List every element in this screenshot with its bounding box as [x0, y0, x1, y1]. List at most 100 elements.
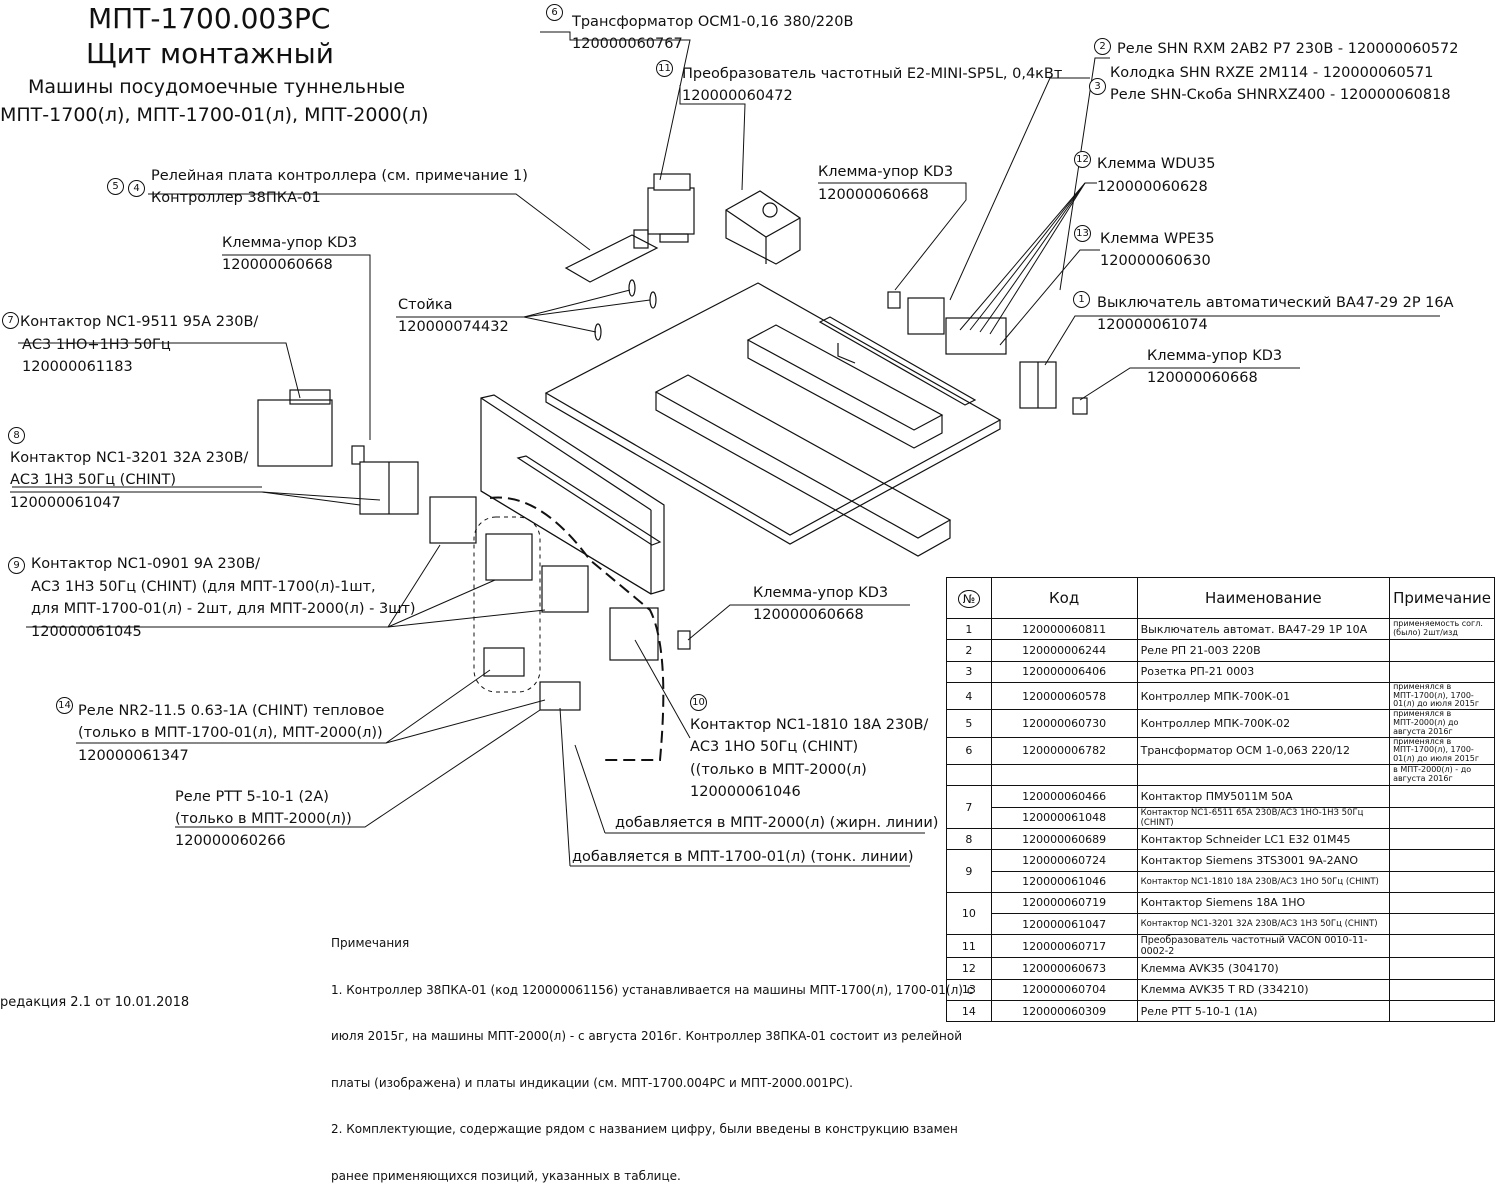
callout-rtt-line1: Реле РТТ 5-10-1 (2А): [175, 789, 329, 805]
callout-number-13: 13: [1074, 225, 1091, 242]
group-outline-1700-01: [473, 516, 541, 693]
table-row: 2 120000006244 Реле РП 21-003 220В: [946, 639, 1495, 662]
thermal-relay-1: [483, 647, 525, 677]
callout-contactor-9a-line2: АС3 1НЗ 50Гц (CHINT) (для МПТ-1700(л)-1ш…: [31, 579, 376, 595]
callout-number-4: 4: [128, 180, 145, 197]
table-row: 120000061048 Контактор NC1-6511 65А 230В…: [947, 806, 1495, 829]
note-1-line-3: платы (изображена) и платы индикации (см…: [331, 1075, 853, 1090]
callout-contactor-9a-line3: для МПТ-1700-01(л) - 2шт, для МПТ-2000(л…: [31, 601, 416, 617]
callout-rtt-line2: (только в МПТ-2000(л)): [175, 811, 352, 827]
table-row: 4 120000060578 Контроллер МПК-700К-01 пр…: [946, 681, 1495, 711]
callout-wdu35-code: 120000060628: [1097, 179, 1208, 195]
revision-stamp: редакция 2.1 от 10.01.2018: [0, 995, 190, 1010]
table-row: 9 120000060724 Контактор Siemens 3TS3001…: [946, 849, 1495, 893]
callout-clip-shn: Реле SHN-Скоба SHNRXZ400 - 120000060818: [1110, 87, 1451, 103]
callout-contactor-18a-line1: Контактор NC1-1810 18А 230В/: [690, 717, 929, 733]
callout-contactor-9a-code: 120000061045: [31, 624, 142, 640]
callout-thermal-relay-code: 120000061347: [78, 748, 189, 764]
callout-kd3-mid-code: 120000060668: [753, 607, 864, 623]
callout-contactor-95a-code: 120000061183: [22, 359, 133, 375]
table-row: 8 120000060689 Контактор Schneider LC1 E…: [946, 827, 1495, 851]
header-code: Код: [990, 577, 1138, 619]
callout-number-12: 12: [1074, 151, 1091, 168]
table-row: 1 120000060811 Выключатель автомат. ВА47…: [946, 617, 1495, 641]
contactor-18a: [609, 607, 659, 661]
callout-number-6: 6: [546, 4, 563, 21]
table-row: 13 120000060704 Клемма AVK35 T RD (33421…: [946, 978, 1495, 1002]
contactor-95a: [257, 399, 333, 467]
table-row: 10 120000060719 Контактор Siemens 18A 1Н…: [946, 891, 1495, 936]
callout-number-3: 3: [1089, 78, 1106, 95]
callout-kd3-right-name: Клемма-упор KD3: [1147, 348, 1283, 364]
callout-controller: Контроллер 38ПКА-01: [151, 190, 321, 206]
legend-added-1700: добавляется в МПТ-1700-01(л) (тонк. лини…: [572, 849, 914, 865]
table-row: 12 120000060673 Клемма AVK35 (304170): [946, 957, 1495, 980]
callout-number-5: 5: [107, 178, 124, 195]
replacement-table: № Код Наименование Примечание 1 12000006…: [946, 577, 1495, 1023]
callout-contactor-95a-line2: АС3 1НО+1НЗ 50Гц: [22, 337, 171, 353]
callout-number-14: 14: [56, 697, 73, 714]
callout-thermal-relay-line2: (только в МПТ-1700-01(л), МПТ-2000(л)): [78, 725, 383, 741]
callout-breaker-code: 120000061074: [1097, 317, 1208, 333]
callout-kd3-right-code: 120000060668: [1147, 370, 1258, 386]
table-header-row: № Код Наименование Примечание: [946, 577, 1495, 619]
callout-kd3-top-code: 120000060668: [818, 187, 929, 203]
transformer: [647, 187, 695, 235]
callout-wdu35-name: Клемма WDU35: [1097, 156, 1216, 172]
callout-breaker-name: Выключатель автоматический ВА47-29 2Р 16…: [1097, 295, 1454, 311]
callout-kd3-left-code: 120000060668: [222, 257, 333, 273]
contactor-9a-2: [485, 533, 533, 581]
callout-stand-name: Стойка: [398, 297, 453, 313]
callout-kd3-mid-name: Клемма-упор KD3: [753, 585, 889, 601]
header-note: Примечание: [1389, 577, 1495, 619]
callout-number-1: 1: [1073, 291, 1090, 308]
callout-contactor-18a-line3: ((только в МПТ-2000(л): [690, 762, 867, 778]
callout-contactor-18a-code: 120000061046: [690, 784, 801, 800]
table-row: 6 120000006782 Трансформатор ОСМ 1-0,063…: [946, 736, 1495, 766]
callout-contactor-18a-line2: АС3 1НО 50Гц (CHINT): [690, 739, 859, 755]
legend-added-2000: добавляется в МПТ-2000(л) (жирн. линии): [615, 815, 939, 831]
note-2-line-1: 2. Комплектующие, содержащие рядом с наз…: [331, 1122, 958, 1136]
table-row: 3 120000006406 Розетка РП-21 0003: [946, 660, 1495, 683]
callout-kd3-left-name: Клемма-упор KD3: [222, 235, 358, 251]
callout-wpe35-code: 120000060630: [1100, 253, 1211, 269]
callout-number-9: 9: [8, 557, 25, 574]
callout-stand-code: 120000074432: [398, 319, 509, 335]
contactor-9a-3: [541, 565, 589, 613]
note-1-line-1: 1. Контроллер 38ПКА-01 (код 120000061156…: [331, 982, 974, 997]
callout-number-8: 8: [8, 427, 25, 444]
callout-relay-shn: Реле SHN RXM 2AB2 P7 230В - 120000060572: [1117, 41, 1459, 57]
header-num: №: [946, 577, 992, 619]
table-row: 11 120000060717 Преобразователь частотны…: [946, 934, 1495, 959]
callout-converter-name: Преобразователь частотный E2-MINI-SP5L, …: [682, 66, 1063, 82]
callout-transformer-code: 120000060767: [572, 36, 683, 52]
callout-number-11: 11: [656, 60, 673, 77]
notes-block: Примечания 1. Контроллер 38ПКА-01 (код 1…: [331, 905, 973, 1200]
table-row: 120000061047 Контактор NC1-3201 32А 230В…: [947, 913, 1495, 936]
callout-converter-code: 120000060472: [682, 88, 793, 104]
note-2-line-2: ранее применяющихся позиций, указанных в…: [331, 1168, 681, 1183]
contactor-9a-1: [429, 496, 477, 544]
table-row: 120000061046 Контактор NC1-1810 18А 230В…: [947, 870, 1495, 893]
notes-heading: Примечания: [331, 936, 410, 950]
doc-code: МПТ-1700.003РС: [88, 2, 331, 35]
subtitle-line-2: МПТ-1700(л), МПТ-1700-01(л), МПТ-2000(л): [0, 104, 429, 126]
table-row: 7 120000060466 Контактор ПМУ5011М 50А: [946, 785, 1495, 829]
callout-kd3-top-name: Клемма-упор KD3: [818, 164, 954, 180]
callout-socket-shn: Колодка SHN RXZE 2M114 - 120000060571: [1110, 65, 1434, 81]
header-name: Наименование: [1136, 577, 1391, 619]
page-title: Щит монтажный: [86, 37, 334, 70]
callout-number-7: 7: [2, 312, 19, 329]
callout-contactor-32a-line1: Контактор NC1-3201 32А 230В/: [10, 450, 249, 466]
callout-number-10: 10: [690, 694, 707, 711]
group-outline-2000: [489, 496, 665, 761]
callout-relay-board: Релейная плата контроллера (см. примечан…: [151, 168, 528, 184]
callout-contactor-32a-line2: АС3 1НЗ 50Гц (CHINT): [10, 472, 177, 488]
callout-transformer-name: Трансформатор ОСМ1-0,16 380/220В: [572, 14, 854, 30]
table-row: 14 120000060309 Реле РТТ 5-10-1 (1А): [946, 1000, 1495, 1023]
callout-contactor-32a-code: 120000061047: [10, 495, 121, 511]
din-rail: [818, 316, 977, 406]
note-1-line-2: июля 2015г, на машины МПТ-2000(л) - с ав…: [331, 1029, 963, 1043]
callout-thermal-relay-line1: Реле NR2-11.5 0.63-1А (CHINT) тепловое: [78, 703, 385, 719]
callout-rtt-code: 120000060266: [175, 833, 286, 849]
